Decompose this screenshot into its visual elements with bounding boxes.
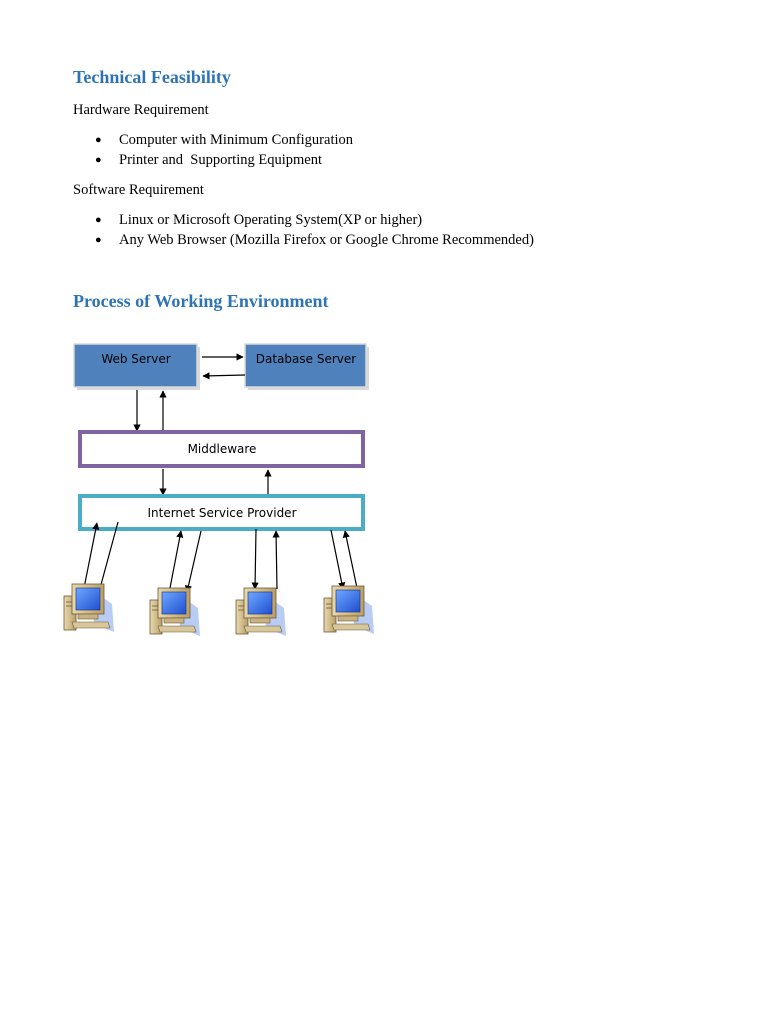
web-server-label: Web Server	[101, 352, 170, 366]
list-item-text: Printer and Supporting Equipment	[119, 151, 322, 168]
list-item-text: Computer with Minimum Configuration	[119, 132, 354, 148]
desktop-computer-icon	[149, 587, 201, 637]
isp-node: Internet Service Provider	[78, 494, 365, 531]
list-item: ● Any Web Browser (Mozilla Firefox or Goo…	[95, 231, 534, 251]
middleware-node: Middleware	[78, 430, 365, 468]
arrow-client3-to-isp	[272, 530, 280, 590]
section-title-process-environment: Process of Working Environment	[73, 291, 329, 311]
list-item: ● Printer and Supporting Equipment	[95, 151, 353, 171]
list-item: ● Computer with Minimum Configuration	[95, 131, 353, 151]
desktop-computer-icon	[323, 585, 375, 635]
arrow-isp-to-client3	[251, 528, 259, 590]
hardware-list: ● Computer with Minimum Configuration ● Pr…	[95, 131, 353, 170]
database-server-node: Database Server	[244, 343, 369, 390]
bullet-icon: ●	[95, 233, 102, 246]
software-requirement-label: Software Requirement	[73, 182, 204, 198]
section-title-technical-feasibility: Technical Feasibility	[73, 67, 231, 87]
arrow-db-to-web	[202, 372, 246, 380]
list-item-text: Any Web Browser (Mozilla Firefox or Goog…	[119, 231, 534, 248]
arrow-client1-to-isp	[83, 522, 100, 589]
arrow-client4-to-isp	[342, 530, 358, 589]
list-item-text: Linux or Microsoft Operating System(XP o…	[119, 212, 423, 228]
arrow-isp-to-client4	[330, 529, 346, 590]
web-server-node: Web Server	[73, 343, 200, 390]
hardware-requirement-label: Hardware Requirement	[73, 102, 209, 118]
bullet-icon: ●	[95, 153, 102, 166]
arrow-isp-to-client2	[184, 530, 202, 593]
isp-label: Internet Service Provider	[147, 506, 296, 520]
desktop-computer-icon	[235, 587, 287, 637]
bullet-icon: ●	[95, 214, 102, 226]
arrow-isp-to-client1	[97, 521, 119, 593]
list-item: ● Linux or Microsoft Operating System(XP …	[95, 211, 534, 231]
bullet-icon: ●	[95, 134, 102, 146]
middleware-label: Middleware	[188, 442, 257, 456]
software-list: ● Linux or Microsoft Operating System(XP …	[95, 211, 534, 250]
arrow-client2-to-isp	[169, 530, 184, 589]
database-server-label: Database Server	[256, 352, 356, 366]
desktop-computer-icon	[63, 583, 115, 633]
